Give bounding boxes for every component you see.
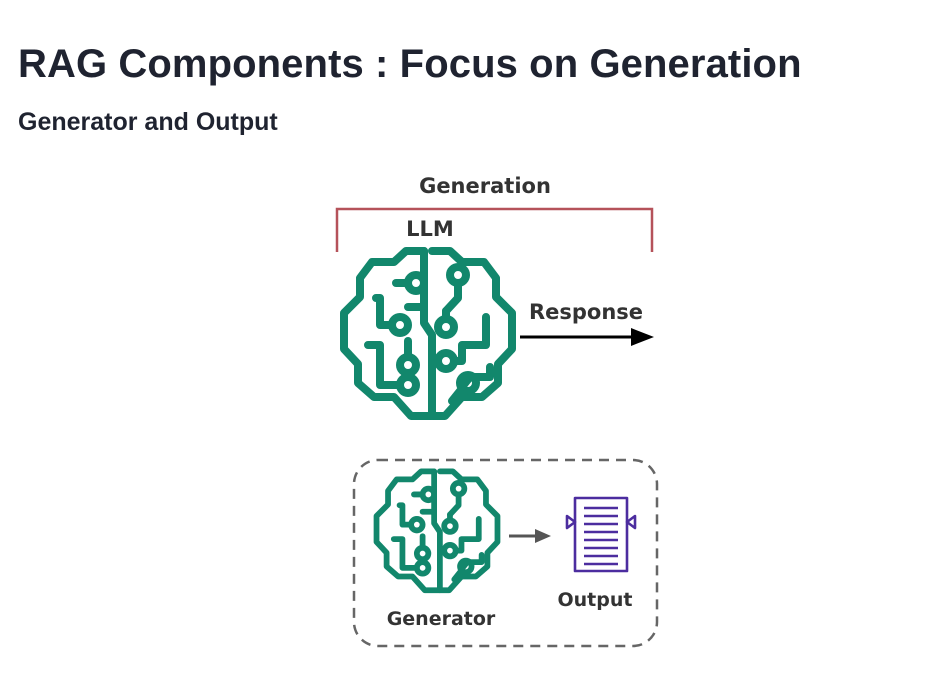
page-title: RAG Components : Focus on Generation (18, 42, 802, 86)
output-label: Output (558, 589, 633, 611)
circuit-brain-icon (377, 471, 498, 590)
llm-label: LLM (406, 217, 454, 241)
generator-output-group (352, 458, 659, 648)
generation-bracket (335, 207, 654, 252)
page-subtitle: Generator and Output (18, 108, 278, 136)
generator-label: Generator (387, 608, 496, 630)
response-arrow-icon (520, 328, 654, 346)
generation-label: Generation (419, 174, 551, 198)
circuit-brain-icon (344, 251, 512, 416)
document-icon (565, 496, 637, 573)
response-label: Response (529, 300, 643, 324)
generator-to-output-arrow-icon (509, 529, 551, 543)
